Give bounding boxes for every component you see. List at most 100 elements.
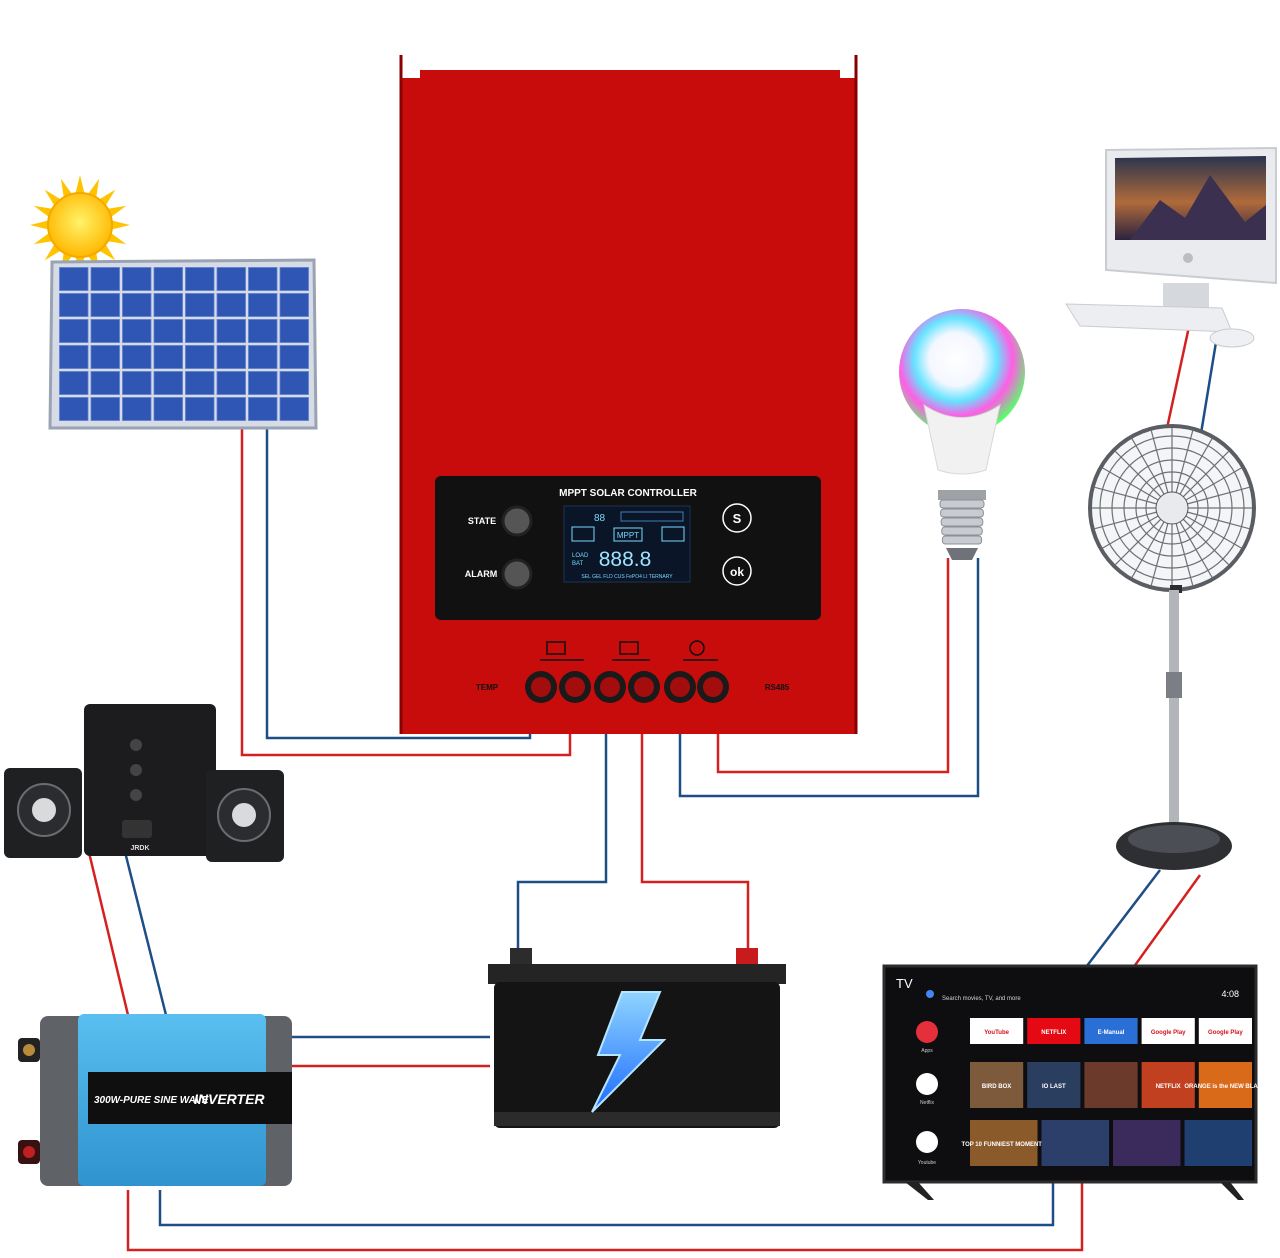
tv-tile[interactable] (1141, 1062, 1195, 1108)
tv-tile-label: Google Play (1151, 1030, 1186, 1036)
inverter-label-prefix: 300W-PURE SINE WAVE (94, 1095, 209, 1106)
solar-cell (90, 293, 120, 317)
fan-guard-spoke (1115, 518, 1162, 565)
tv-tile[interactable] (1041, 1120, 1110, 1166)
sun-ray (75, 175, 85, 194)
lcd-screen (563, 505, 691, 583)
terminal-port-inner (565, 677, 585, 697)
bulb-thread (940, 508, 984, 518)
inverter-label-main: INVERTER (194, 1091, 265, 1107)
solar-cell (153, 371, 183, 395)
tv-icon: TV Search movies, TV, and more 4:08 Apps… (882, 964, 1267, 1200)
state-indicator[interactable] (501, 505, 533, 537)
tv-apps-label: Apps (921, 1048, 933, 1054)
tv-tile-label: TOP 10 FUNNIEST MOMENTS (962, 1142, 1046, 1148)
fan-icon (1088, 424, 1256, 870)
solar-cell (248, 267, 278, 291)
fan-guard-spoke (1185, 515, 1242, 549)
solar-cell (216, 397, 246, 421)
bulb-thread (941, 526, 983, 536)
speaker-brand: JRDK (130, 845, 149, 852)
solar-cell (216, 319, 246, 343)
solar-cell (185, 267, 215, 291)
fan-guard-spoke (1175, 430, 1194, 493)
solar-cell (59, 319, 89, 343)
fan-guard-spoke (1182, 518, 1229, 565)
sun-ray (33, 205, 53, 217)
tv-search-hint: Search movies, TV, and more (942, 996, 1021, 1002)
fan-guard-spoke (1187, 486, 1250, 505)
fan-guard-spoke (1094, 486, 1157, 505)
wire-inverter-tv-positive (126, 1175, 1084, 1252)
fan-guard-spoke (1150, 523, 1169, 586)
controller-title: MPPT SOLAR CONTROLLER (559, 488, 698, 499)
solar-cell (248, 345, 278, 369)
solar-cell (248, 319, 278, 343)
sun-ray (107, 233, 127, 245)
fan-guard-spoke (1102, 467, 1159, 501)
sun-ray (30, 220, 49, 230)
tv-tile-label: NETFLIX (1041, 1030, 1066, 1036)
fan-guard-spoke (1179, 521, 1213, 578)
tv-tile[interactable] (970, 1018, 1024, 1044)
tv-tile[interactable] (1113, 1120, 1181, 1166)
tv-tile[interactable] (1198, 1018, 1252, 1044)
ok-button-label: ok (730, 565, 744, 579)
sun-ray (111, 220, 130, 230)
solar-cell (90, 267, 120, 291)
bulb-thread (941, 535, 983, 545)
fan-guard-spoke (1150, 430, 1169, 493)
wire-speaker-positive (84, 839, 130, 1016)
bulb-icon (899, 309, 1025, 560)
solar-cell (153, 319, 183, 343)
tv-tile[interactable] (1084, 1018, 1138, 1044)
fan-guard-spoke (1185, 467, 1242, 501)
tv-tile[interactable] (1141, 1018, 1195, 1044)
solar-cell (216, 371, 246, 395)
ok-button[interactable] (722, 556, 752, 586)
solar-cell (279, 371, 309, 395)
tv-tile[interactable] (1027, 1062, 1081, 1108)
sun-ray (107, 205, 127, 217)
solar-cell (122, 397, 152, 421)
wire-fan-tv-positive (1126, 874, 1202, 976)
solar-cell (153, 397, 183, 421)
solar-cell (122, 345, 152, 369)
wire-battery-negative (516, 700, 608, 955)
solar-cell (279, 267, 309, 291)
terminal-port-inner (703, 677, 723, 697)
tv-clock: 4:08 (1221, 989, 1239, 999)
solar-cell (185, 345, 215, 369)
alarm-label: ALARM (465, 569, 498, 579)
terminal-port-inner (634, 677, 654, 697)
lcd-main-readout: 888.8 (599, 548, 652, 571)
fan-guard-spoke (1102, 515, 1159, 549)
wire-pc-positive (1162, 321, 1192, 443)
solar-cell (185, 397, 215, 421)
solar-cell (122, 267, 152, 291)
sun-icon (30, 175, 130, 275)
tv-tile[interactable] (1084, 1062, 1138, 1108)
terminal-port-inner (531, 677, 551, 697)
tv-tile-label: E-Manual (1098, 1030, 1125, 1036)
tv-tile[interactable] (1027, 1018, 1081, 1044)
solar-cell (216, 293, 246, 317)
wire-inverter-tv-negative (158, 1175, 1055, 1227)
solar-panel-icon (48, 258, 318, 430)
solar-cell (59, 397, 89, 421)
sun-ray (88, 178, 100, 198)
terminal-port-inner (600, 677, 620, 697)
tv-tile[interactable] (970, 1120, 1038, 1166)
lcd-mode: MPPT (617, 531, 639, 540)
speaker-icon: JRDK (4, 704, 284, 862)
solar-cell (216, 267, 246, 291)
wire-load-negative (678, 558, 980, 798)
tv-tile[interactable] (1198, 1062, 1252, 1108)
tv-tile[interactable] (1184, 1120, 1253, 1166)
wire-fan-tv-negative (1079, 869, 1161, 976)
tv-tile[interactable] (970, 1062, 1024, 1108)
alarm-indicator[interactable] (501, 558, 533, 590)
s-button[interactable] (722, 503, 752, 533)
fan-guard-spoke (1115, 451, 1162, 498)
temp-port-label: TEMP (476, 683, 499, 692)
